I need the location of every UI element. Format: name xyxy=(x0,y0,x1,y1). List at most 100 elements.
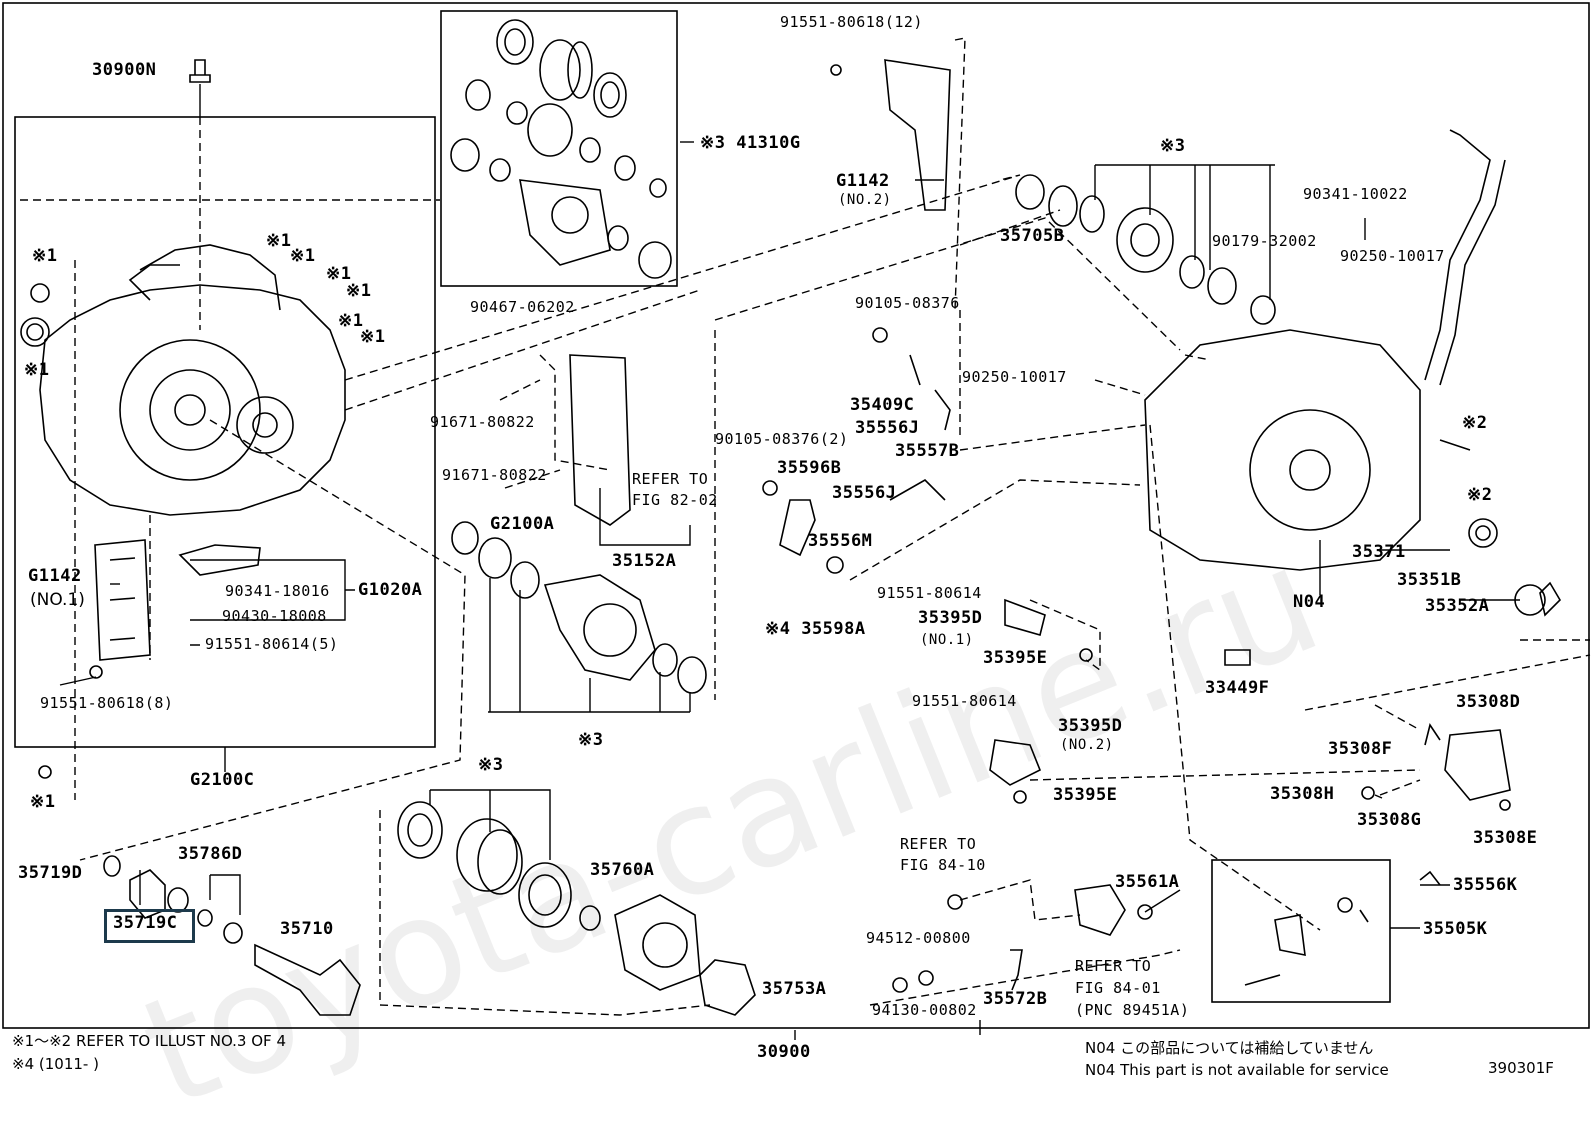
part-label-35705b[interactable]: 35705B xyxy=(1000,226,1065,246)
part-label-30900[interactable]: 30900 xyxy=(757,1042,811,1062)
part-label-35308h[interactable]: 35308H xyxy=(1270,784,1335,804)
part-label-90250-10017-b[interactable]: 90250-10017 xyxy=(962,368,1067,386)
diff-bearing-group-upper xyxy=(1015,174,1276,325)
part-label-94512-00800[interactable]: 94512-00800 xyxy=(866,929,971,947)
part-label-35395d-b[interactable]: 35395D xyxy=(1058,716,1123,736)
footer-note-n04-jp: N04 この部品については補給していません xyxy=(1085,1039,1374,1057)
note-star1: ※1 xyxy=(326,264,352,284)
note-star3-bottom: ※3 xyxy=(478,755,504,775)
part-label-35598a[interactable]: ※4 35598A xyxy=(765,619,866,639)
part-label-g1142-top[interactable]: G1142 xyxy=(836,171,890,191)
part-label-n04[interactable]: N04 xyxy=(1293,592,1326,612)
note-star2-b: ※2 xyxy=(1467,485,1493,505)
part-label-91551-80614-b[interactable]: 91551-80614 xyxy=(912,692,1017,710)
part-label-35395e-a[interactable]: 35395E xyxy=(983,648,1048,668)
part-label-35371[interactable]: 35371 xyxy=(1352,542,1406,562)
part-label-no2-top: (NO.2) xyxy=(838,192,892,208)
part-label-35572b[interactable]: 35572B xyxy=(983,989,1048,1009)
refer-fig-82-02-line2[interactable]: FIG 82-02 xyxy=(632,491,718,509)
part-label-35561a[interactable]: 35561A xyxy=(1115,872,1180,892)
exploded-diagram: .s{fill:none;stroke:#000;stroke-width:1.… xyxy=(2,2,1591,1040)
transaxle-case-right xyxy=(1144,129,1506,571)
part-label-35352a[interactable]: 35352A xyxy=(1425,596,1490,616)
part-label-35152a[interactable]: 35152A xyxy=(612,551,677,571)
part-label-no1-left: (NO.1) xyxy=(30,590,85,610)
g1142-no2-bracket xyxy=(884,59,951,211)
35152a-plate xyxy=(569,354,631,526)
part-label-35760a[interactable]: 35760A xyxy=(590,860,655,880)
part-label-30900n[interactable]: 30900N xyxy=(92,60,157,80)
highlight-box-35719c xyxy=(104,909,195,943)
note-star1: ※1 xyxy=(360,327,386,347)
part-label-g2100a[interactable]: G2100A xyxy=(490,514,555,534)
part-label-35395e-b[interactable]: 35395E xyxy=(1053,785,1118,805)
part-label-35753a[interactable]: 35753A xyxy=(762,979,827,999)
refer-fig-82-02-line1[interactable]: REFER TO xyxy=(632,470,709,488)
part-label-90430-18008[interactable]: 90430-18008 xyxy=(222,607,327,625)
part-label-35409c[interactable]: 35409C xyxy=(850,395,915,415)
41310g-group-box xyxy=(440,10,678,287)
part-label-35308d[interactable]: 35308D xyxy=(1456,692,1521,712)
part-label-91551-80614-5[interactable]: 91551-80614(5) xyxy=(205,635,339,653)
part-label-41310g[interactable]: ※3 41310G xyxy=(700,133,801,153)
g1020a-cover xyxy=(178,544,261,576)
part-label-91671-80822-a[interactable]: 91671-80822 xyxy=(430,413,535,431)
note-star1: ※1 xyxy=(346,281,372,301)
footer-note-refer-illust: ※1〜※2 REFER TO ILLUST NO.3 OF 4 xyxy=(12,1032,286,1050)
part-label-no1-b: (NO.1) xyxy=(920,632,974,648)
part-label-g2100c[interactable]: G2100C xyxy=(190,770,255,790)
part-label-91551-80614-a[interactable]: 91551-80614 xyxy=(877,584,982,602)
part-label-35557b[interactable]: 35557B xyxy=(895,441,960,461)
footer-note-star4: ※4 (1011- ) xyxy=(12,1055,99,1073)
note-star1: ※1 xyxy=(32,246,58,266)
part-label-35308e[interactable]: 35308E xyxy=(1473,828,1538,848)
part-label-90105-08376[interactable]: 90105-08376 xyxy=(855,294,960,312)
part-label-90341-18016[interactable]: 90341-18016 xyxy=(225,582,330,600)
part-label-90467-06202[interactable]: 90467-06202 xyxy=(470,298,575,316)
refer-fig-84-10-line2[interactable]: FIG 84-10 xyxy=(900,856,986,874)
part-label-35505k[interactable]: 35505K xyxy=(1423,919,1488,939)
part-label-g1142-left[interactable]: G1142 xyxy=(28,566,82,586)
diff-group-bottom xyxy=(397,801,756,1016)
part-label-35308g[interactable]: 35308G xyxy=(1357,810,1422,830)
35505k-group-box xyxy=(1211,859,1391,1003)
part-label-90179-32002[interactable]: 90179-32002 xyxy=(1212,232,1317,250)
part-label-91551-80618-8[interactable]: 91551-80618(8) xyxy=(40,694,174,712)
part-label-90341-10022[interactable]: 90341-10022 xyxy=(1303,185,1408,203)
leader-lines xyxy=(59,84,1520,1040)
part-label-35351b[interactable]: 35351B xyxy=(1397,570,1462,590)
refer-fig-84-10-line1[interactable]: REFER TO xyxy=(900,835,977,853)
part-label-35596b[interactable]: 35596B xyxy=(777,458,842,478)
part-label-35395d-a[interactable]: 35395D xyxy=(918,608,983,628)
part-label-35556m[interactable]: 35556M xyxy=(808,531,873,551)
part-label-91551-80618-12[interactable]: 91551-80618(12) xyxy=(780,13,923,31)
part-label-35308f[interactable]: 35308F xyxy=(1328,739,1393,759)
note-star1: ※1 xyxy=(290,246,316,266)
part-label-90250-10017-a[interactable]: 90250-10017 xyxy=(1340,247,1445,265)
diff-group-lower xyxy=(451,521,707,694)
part-label-35556j-b[interactable]: 35556J xyxy=(832,483,897,503)
part-label-94130-00802[interactable]: 94130-00802 xyxy=(872,1001,977,1019)
part-label-35719c[interactable]: 35719C xyxy=(113,913,178,933)
part-label-33449f[interactable]: 33449F xyxy=(1205,678,1270,698)
part-label-35710[interactable]: 35710 xyxy=(280,919,334,939)
refer-fig-84-01-line1[interactable]: REFER TO xyxy=(1075,957,1152,975)
part-label-35719d[interactable]: 35719D xyxy=(18,863,83,883)
note-star1: ※1 xyxy=(24,360,50,380)
note-star3-mid: ※3 xyxy=(578,730,604,750)
part-label-91671-80822-b[interactable]: 91671-80822 xyxy=(442,466,547,484)
note-star1-bottom: ※1 xyxy=(30,792,56,812)
part-label-35556k[interactable]: 35556K xyxy=(1453,875,1518,895)
part-label-g1020a[interactable]: G1020A xyxy=(358,580,423,600)
transaxle-housing-left xyxy=(20,244,346,516)
refer-fig-84-01-line2[interactable]: FIG 84-01 xyxy=(1075,979,1161,997)
note-star1: ※1 xyxy=(266,231,292,251)
note-star3-top: ※3 xyxy=(1160,136,1186,156)
41310g-parts xyxy=(450,19,672,279)
dashed-lines xyxy=(20,37,1591,1016)
part-label-35786d[interactable]: 35786D xyxy=(178,844,243,864)
part-label-90105-08376-2[interactable]: 90105-08376(2) xyxy=(715,430,849,448)
diagram-border xyxy=(2,2,1590,1029)
part-label-35556j-a[interactable]: 35556J xyxy=(855,418,920,438)
refer-fig-84-01-line3[interactable]: (PNC 89451A) xyxy=(1075,1001,1190,1019)
